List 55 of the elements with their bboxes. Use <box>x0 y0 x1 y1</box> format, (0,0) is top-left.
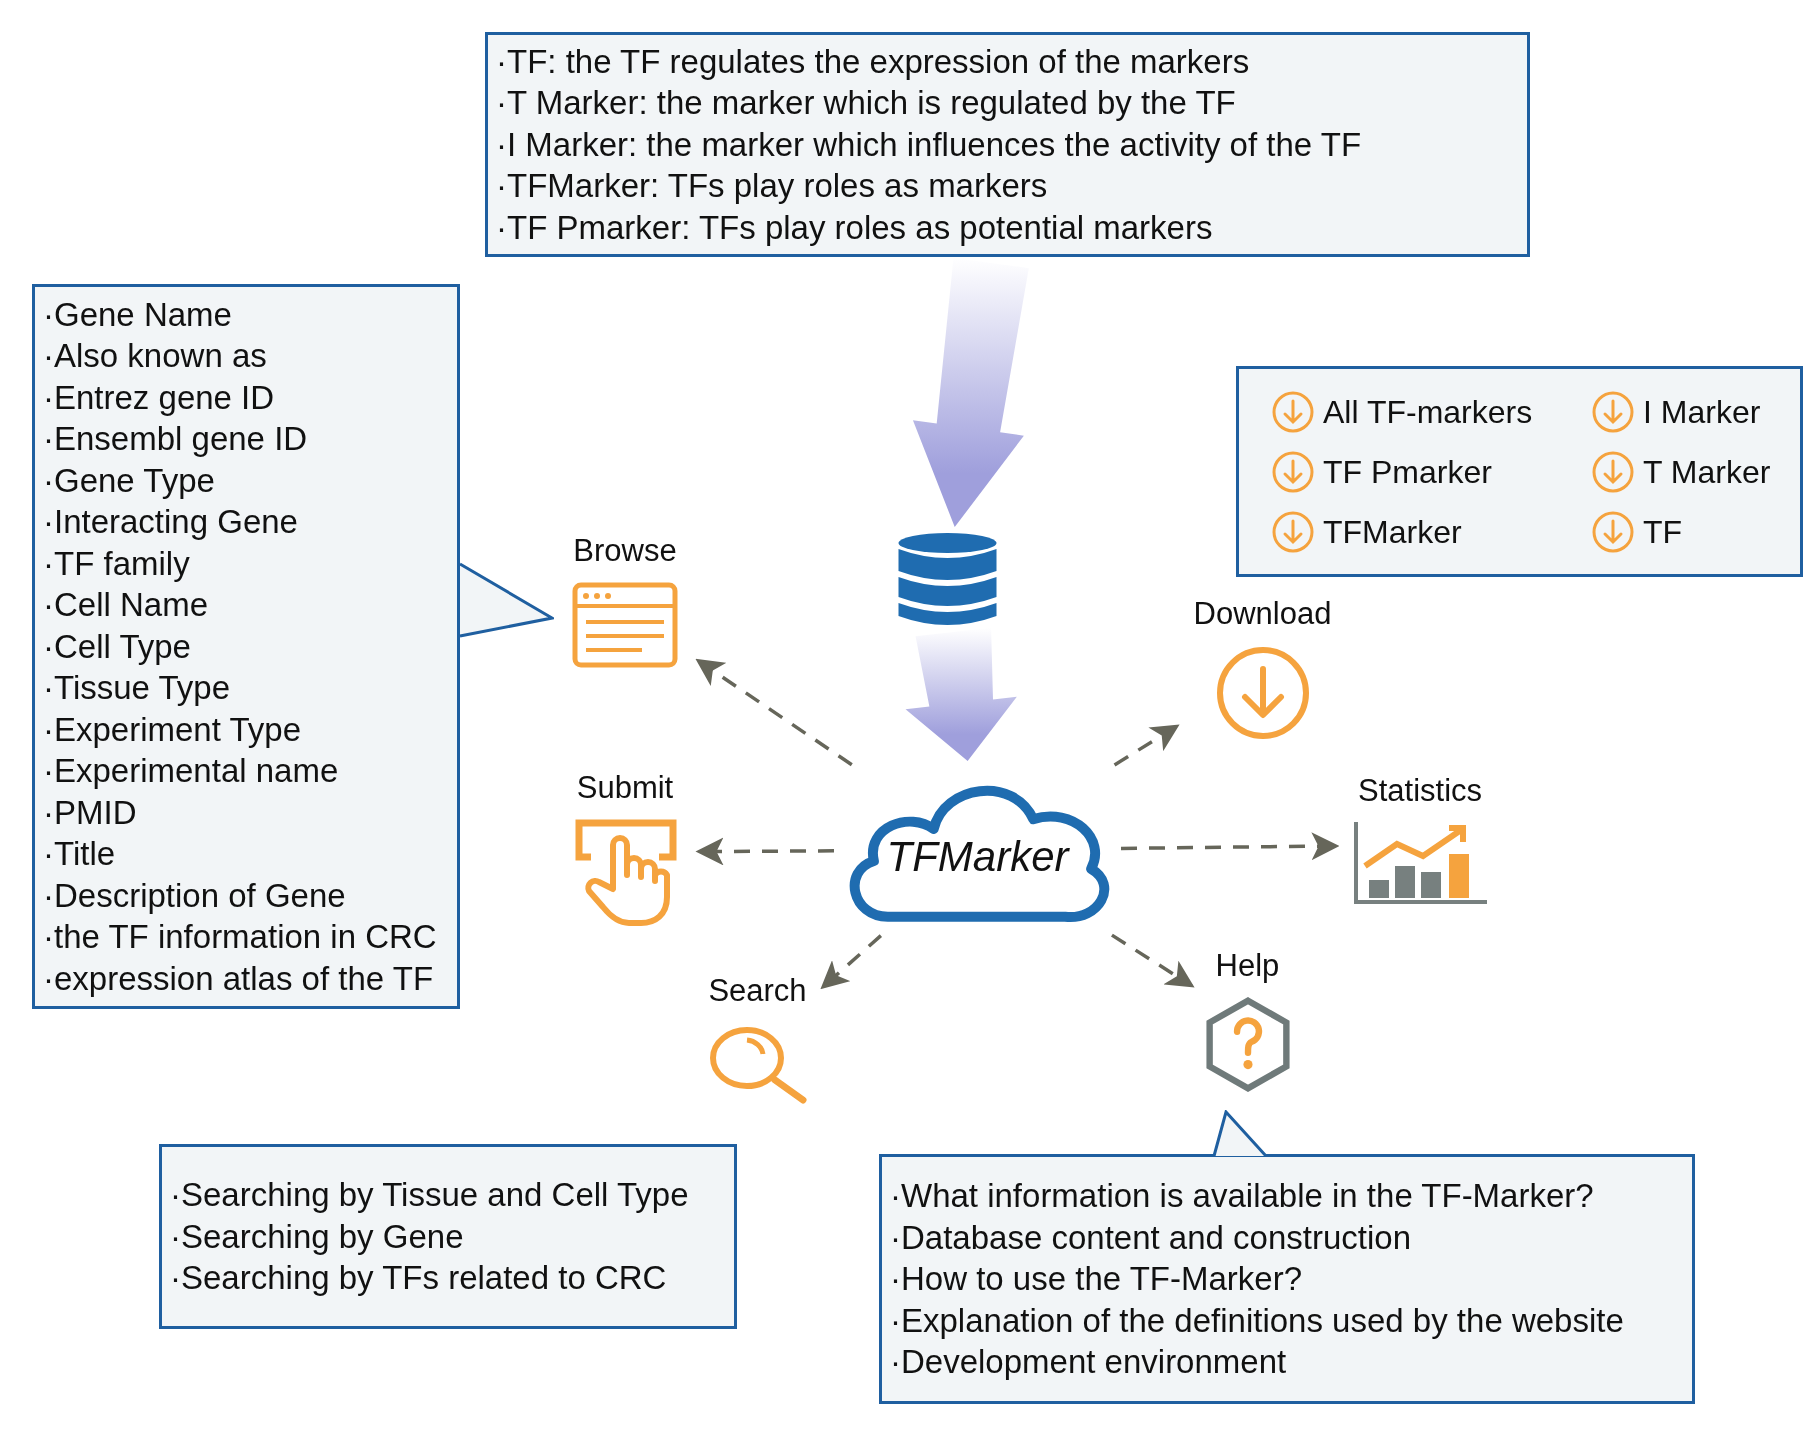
info-panel <box>1236 366 1803 577</box>
list-item: ·Also known as <box>43 336 268 377</box>
list-item: I Marker <box>1643 392 1761 432</box>
list-item: ·Interacting Gene <box>43 502 299 543</box>
list-item: ·Searching by Gene <box>170 1216 465 1257</box>
node-label: TFMarker <box>886 831 1069 882</box>
list-item: ·Searching by TFs related to CRC <box>170 1258 668 1299</box>
info-panel <box>159 1144 737 1329</box>
list-item: ·Gene Name <box>43 294 233 335</box>
list-item: ·Entrez gene ID <box>43 377 276 418</box>
icon-label: Search <box>708 975 807 1006</box>
list-item: ·T Marker: the marker which is regulated by the TF <box>496 83 1237 124</box>
list-item: ·TF Pmarker: TFs play roles as potential markers <box>496 207 1214 248</box>
list-item: ·TFMarker: TFs play roles as markers <box>496 166 1049 207</box>
list-item: ·Experiment Type <box>43 709 302 750</box>
list-item: ·Development environment <box>890 1342 1288 1383</box>
list-item: ·Searching by Tissue and Cell Type <box>170 1175 690 1216</box>
list-item: ·TF: the TF regulates the expression of the markers <box>496 41 1251 82</box>
list-item: ·I Marker: the marker which influences the activity of the TF <box>496 124 1363 165</box>
dashed-arrow <box>1111 933 1195 988</box>
info-panel <box>879 1154 1695 1404</box>
list-item: ·TF family <box>43 543 191 584</box>
list-item: ·Database content and construction <box>890 1217 1412 1258</box>
info-panel <box>485 32 1530 257</box>
list-item: ·Description of Gene <box>43 875 347 916</box>
list-item: ·Explanation of the definitions used by the website <box>890 1300 1625 1341</box>
list-item: TF Pmarker <box>1323 452 1492 492</box>
list-item: TF <box>1643 512 1683 552</box>
list-item: ·Experimental name <box>43 751 340 792</box>
dashed-arrow <box>695 837 834 866</box>
list-item: ·Tissue Type <box>43 668 232 709</box>
list-item: ·Cell Name <box>43 585 210 626</box>
dashed-arrow <box>820 934 883 990</box>
list-item: ·Cell Type <box>43 626 192 667</box>
list-item: ·the TF information in CRC <box>43 917 438 958</box>
list-item: TFMarker <box>1323 512 1462 552</box>
list-item: ·Title <box>43 834 117 875</box>
list-item: ·Ensembl gene ID <box>43 419 309 460</box>
dashed-arrow <box>1120 832 1340 861</box>
icon-label: Statistics <box>1358 775 1482 806</box>
icon-label: Submit <box>576 772 674 803</box>
database-icon <box>898 533 997 626</box>
icon-label: Download <box>1193 598 1332 629</box>
list-item: ·Gene Type <box>43 460 216 501</box>
list-item: ·PMID <box>43 792 138 833</box>
icon-label: Help <box>1215 950 1280 981</box>
list-item: ·expression atlas of the TF <box>43 958 435 999</box>
dashed-arrow <box>695 658 853 767</box>
dashed-arrow <box>1113 724 1180 767</box>
list-item: All TF-markers <box>1323 392 1533 432</box>
icon-label: Browse <box>573 535 677 566</box>
list-item: ·What information is available in the TF-Marker? <box>890 1176 1595 1217</box>
list-item: T Marker <box>1643 452 1771 492</box>
info-panel <box>32 284 460 1009</box>
list-item: ·How to use the TF-Marker? <box>890 1259 1304 1300</box>
